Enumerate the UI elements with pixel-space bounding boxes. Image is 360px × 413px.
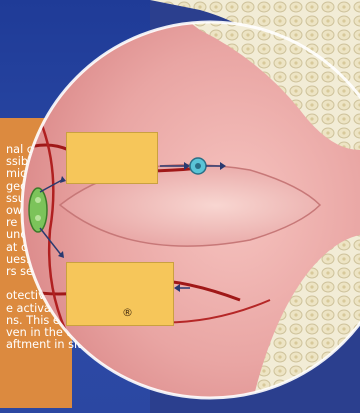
label-box-upper (66, 132, 158, 184)
registered-mark: ® (122, 306, 133, 319)
green-cell-cluster (29, 188, 47, 232)
label-box-lower (66, 262, 174, 326)
